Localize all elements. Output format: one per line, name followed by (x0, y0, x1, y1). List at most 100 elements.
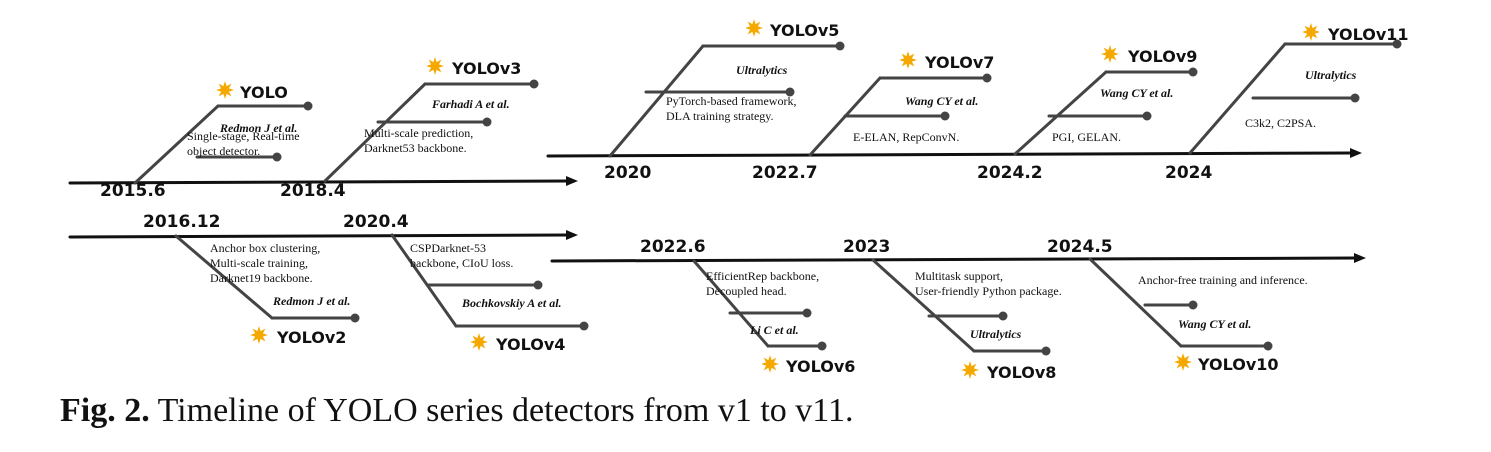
timeline-axis (68, 233, 570, 239)
yolov8-star-icon (961, 361, 979, 379)
yolov8-branch-dot (1041, 346, 1051, 356)
figure-caption: Fig. 2. Timeline of YOLO series detector… (60, 392, 854, 430)
yolov2-desc-line: Darknet19 backbone. (210, 271, 313, 285)
yolov5-version-label: YOLOv5 (769, 21, 839, 40)
yolov11-desc-line: C3k2, C2PSA. (1245, 116, 1316, 130)
yolov3-desc-line: Multi-scale prediction, (364, 126, 473, 140)
yolov3-desc-line: Darknet53 backbone. (364, 141, 467, 155)
yolov7-desc-line: E-ELAN, RepConvN. (853, 130, 959, 144)
yolov2-desc-line: Multi-scale training, (210, 256, 308, 270)
yolov4-branch-line (390, 233, 458, 328)
yolov2-desc-line: Anchor box clustering, (210, 241, 320, 255)
yolov10-sub-branch-dot (1188, 300, 1198, 310)
yolov3-branch-dot (529, 79, 539, 89)
yolov7-sub-branch-dot (940, 111, 950, 121)
yolov6-desc-line: Decoupled head. (706, 284, 787, 298)
yolov3-star-icon (426, 57, 444, 75)
yolov2-star-icon (250, 326, 268, 344)
yolo-authors-label: Redmon J et al. (219, 121, 297, 135)
yolov4-star-icon (470, 333, 488, 351)
yolov5-branch-line (608, 44, 705, 158)
yolov8-desc-line: User-friendly Python package. (915, 284, 1062, 298)
yolov4-date-label: 2020.4 (343, 212, 409, 232)
yolov8-branch-line (871, 258, 976, 353)
yolov6-version-label: YOLOv6 (785, 357, 855, 376)
yolov9-star-icon (1101, 45, 1119, 63)
yolov8-authors-label: Ultralytics (970, 327, 1022, 341)
yolov7-version-label: YOLOv7 (924, 53, 994, 72)
yolov7-authors-label: Wang CY et al. (905, 94, 978, 108)
yolov11-star-icon (1302, 23, 1320, 41)
yolov11-branch-line (1188, 42, 1287, 155)
yolov11-sub-branch-dot (1350, 93, 1360, 103)
yolov6-branch-dot (817, 341, 827, 351)
yolov10-branch-dot (1263, 341, 1273, 351)
yolov9-branch-dot (1188, 67, 1198, 77)
yolov8-date-label: 2023 (843, 237, 890, 257)
yolov5-branch-dot (835, 41, 845, 51)
yolov9-date-label: 2024.2 (977, 163, 1043, 183)
yolov5-desc-line: PyTorch-based framework, (666, 94, 796, 108)
yolov11-version-label: YOLOv11 (1327, 25, 1409, 44)
timeline-axis (68, 179, 570, 185)
yolov10-date-label: 2024.5 (1047, 237, 1113, 257)
yolov7-date-label: 2022.7 (752, 163, 818, 183)
yolov5-authors-label: Ultralytics (736, 63, 788, 77)
yolov5-desc-line: DLA training strategy. (666, 109, 774, 123)
yolov9-desc-line: PGI, GELAN. (1052, 130, 1121, 144)
yolov4-desc-line: CSPDarknet-53 (410, 241, 486, 255)
yolov3-branch-line (323, 82, 427, 183)
yolov9-branch-line (1013, 70, 1108, 156)
timeline-arrow-icon (566, 230, 578, 240)
yolov2-version-label: YOLOv2 (276, 328, 346, 347)
yolov5-star-icon (745, 19, 763, 37)
yolo-desc-line: Single-stage, Real-time (187, 129, 300, 143)
yolov3-version-label: YOLOv3 (451, 59, 521, 78)
yolov2-branch-line (174, 234, 274, 320)
yolov6-branch-line (692, 259, 770, 348)
yolov9-version-label: YOLOv9 (1127, 47, 1197, 66)
timeline-axis (546, 151, 1354, 158)
yolov8-desc-line: Multitask support, (915, 269, 1003, 283)
yolov2-authors-label: Redmon J et al. (272, 294, 350, 308)
yolov6-authors-label: Li C et al. (749, 323, 799, 337)
yolov5-date-label: 2020 (604, 163, 651, 183)
yolov4-version-label: YOLOv4 (495, 335, 565, 354)
yolov9-authors-label: Wang CY et al. (1100, 86, 1173, 100)
yolov3-authors-label: Farhadi A et al. (431, 97, 510, 111)
yolov8-sub-branch-dot (998, 311, 1008, 321)
yolov11-authors-label: Ultralytics (1305, 68, 1357, 82)
yolov7-branch-dot (982, 73, 992, 83)
yolov6-star-icon (761, 355, 779, 373)
timeline-arrow-icon (1350, 148, 1362, 158)
timeline-axis (550, 256, 1358, 263)
yolov6-date-label: 2022.6 (640, 237, 706, 257)
yolov11-branch-dot (1392, 39, 1402, 49)
yolov5-sub-branch-dot (785, 87, 795, 97)
yolov10-star-icon (1174, 353, 1192, 371)
yolov4-desc-line: backbone, CIoU loss. (410, 256, 513, 270)
yolov4-sub-branch-dot (533, 280, 543, 290)
yolov2-branch-dot (350, 313, 360, 323)
yolo-desc-line: object detector. (187, 144, 260, 158)
yolov3-sub-branch-dot (482, 117, 492, 127)
yolov7-star-icon (899, 51, 917, 69)
yolov9-sub-branch-dot (1142, 111, 1152, 121)
yolov10-branch-line (1088, 257, 1183, 348)
caption-label: Fig. 2. (60, 392, 150, 429)
yolov6-sub-branch-dot (802, 308, 812, 318)
yolov10-desc-line: Anchor-free training and inference. (1138, 273, 1308, 287)
yolo-branch-dot (303, 101, 313, 111)
yolo-version-label: YOLO (239, 83, 288, 102)
caption-text: Timeline of YOLO series detectors from v… (149, 392, 854, 429)
yolov8-version-label: YOLOv8 (986, 363, 1056, 382)
yolov3-date-label: 2018.4 (280, 181, 346, 201)
yolov11-date-label: 2024 (1165, 163, 1212, 183)
yolov2-date-label: 2016.12 (143, 212, 220, 232)
yolov10-authors-label: Wang CY et al. (1178, 317, 1251, 331)
yolov4-authors-label: Bochkovskiy A et al. (461, 296, 562, 310)
timeline-arrow-icon (566, 176, 578, 186)
yolo-star-icon (216, 81, 234, 99)
yolov10-version-label: YOLOv10 (1197, 355, 1279, 374)
